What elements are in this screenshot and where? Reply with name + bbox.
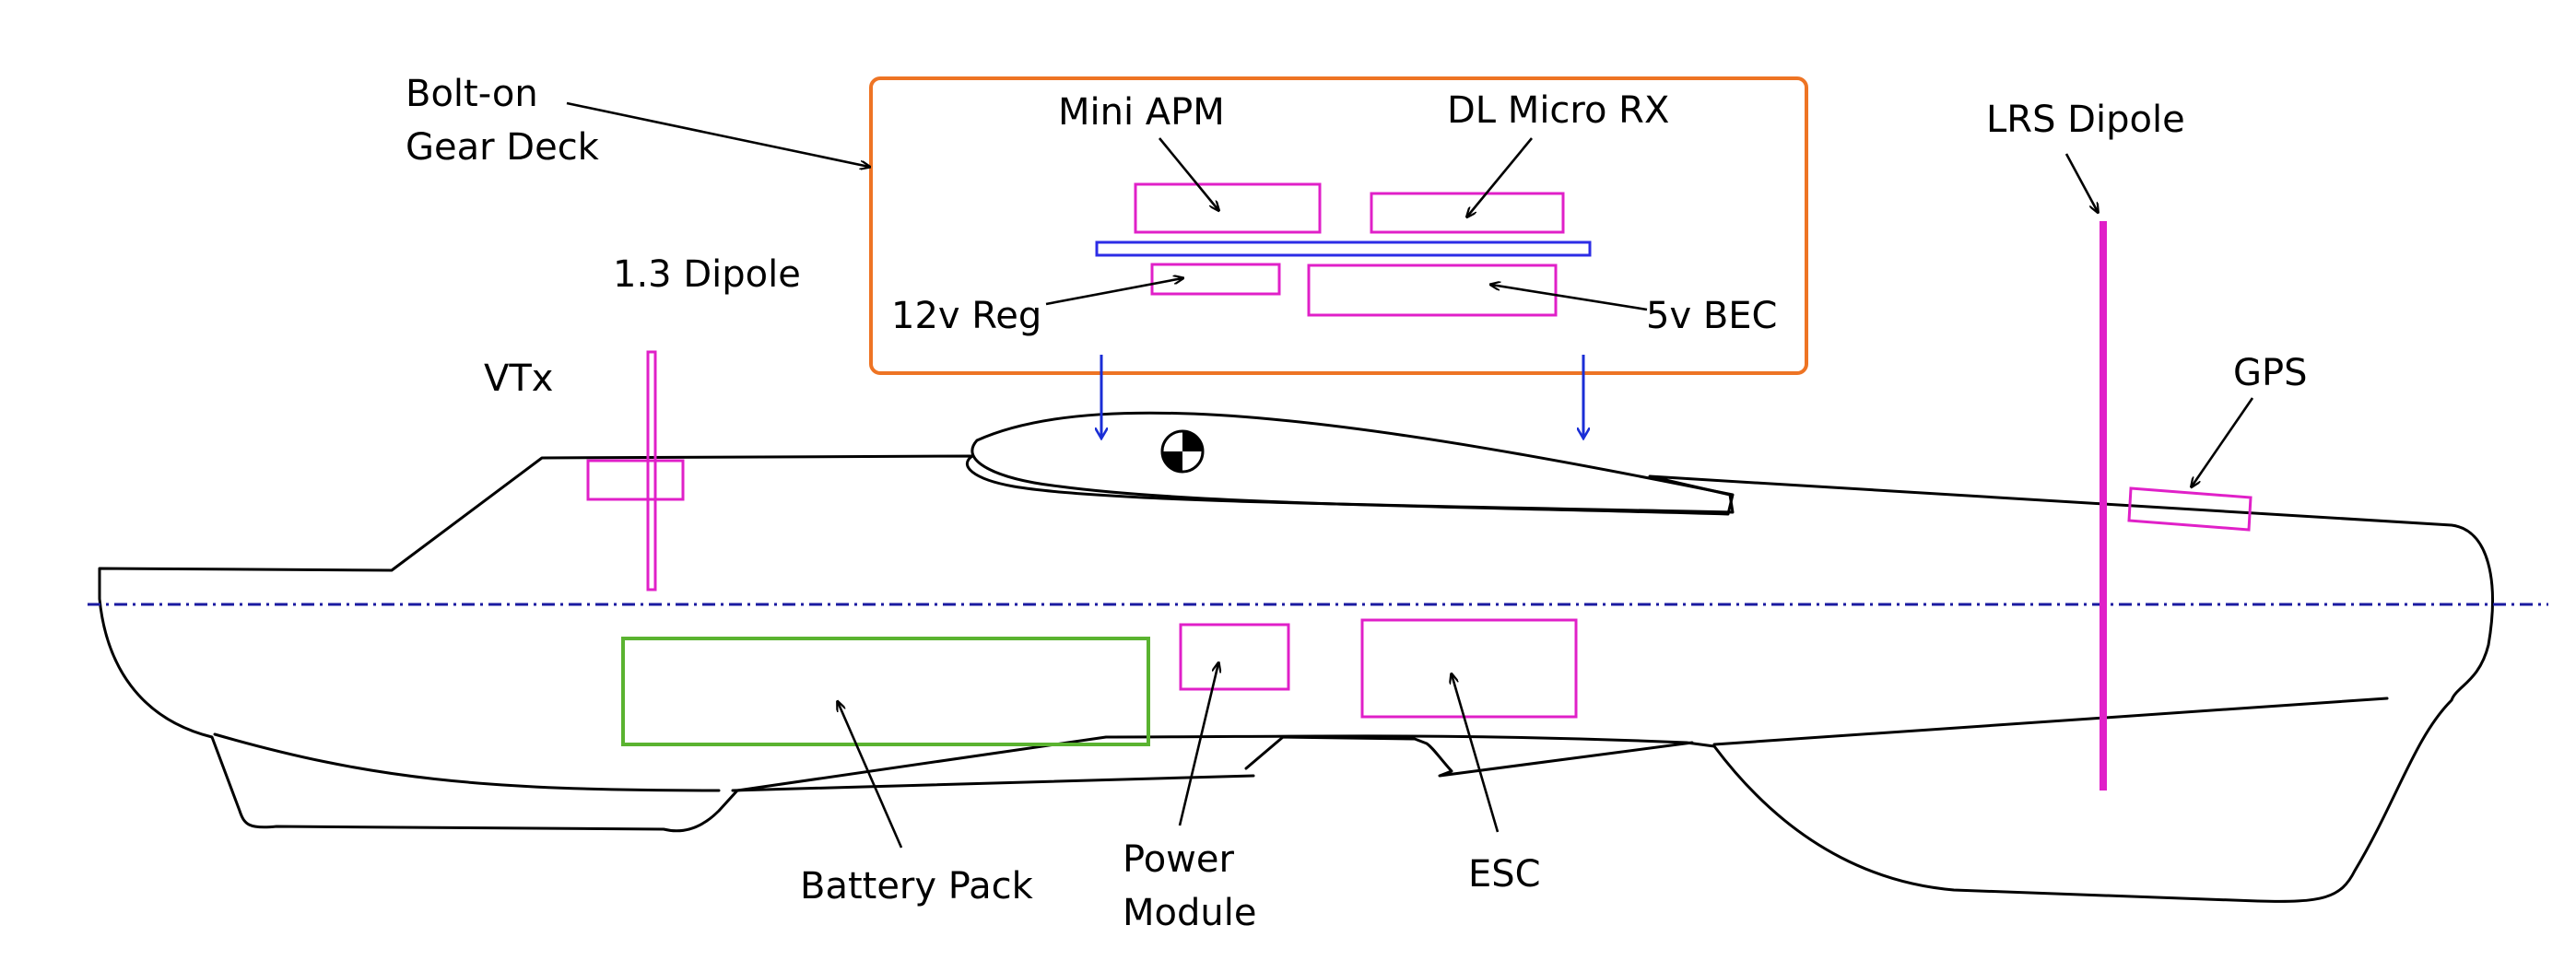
power-module-label-line2: Module xyxy=(1123,892,1256,934)
pcb-board xyxy=(1095,240,1592,257)
power-module-pointer xyxy=(1178,663,1218,826)
gear-deck-box xyxy=(869,76,1808,375)
gps-pointer xyxy=(2192,397,2254,486)
wing-root-line xyxy=(213,732,721,792)
mini-apm-pointer xyxy=(1158,137,1218,210)
cg-marker-icon xyxy=(1160,429,1205,474)
bec-5v-pointer xyxy=(1491,285,1648,311)
gear-deck-label-line2: Gear Deck xyxy=(406,126,600,169)
wing-airfoil xyxy=(970,411,1735,516)
vtx-box xyxy=(586,459,685,501)
gps-label: GPS xyxy=(2233,352,2308,394)
gps-box xyxy=(2127,486,2253,532)
tail-boom-line xyxy=(1712,697,2389,746)
power-module-box xyxy=(1179,623,1290,691)
esc-box xyxy=(1360,618,1578,719)
esc-pointer xyxy=(1452,674,1500,833)
power-module-label-line1: Power xyxy=(1123,838,1234,881)
lrs-dipole-pointer xyxy=(2064,153,2098,212)
battery-pack-label: Battery Pack xyxy=(800,865,1034,908)
reg-12v-pointer xyxy=(1045,278,1182,306)
dipole-1-3-antenna xyxy=(646,350,657,591)
gear-deck-pointer xyxy=(566,101,869,167)
gear-deck-label-line1: Bolt-on xyxy=(406,73,538,115)
dl-micro-rx-pointer xyxy=(1467,137,1534,217)
fuselage-outline xyxy=(98,454,2494,903)
vtx-label: VTx xyxy=(484,357,553,400)
reg-12v-box xyxy=(1150,263,1281,296)
dl-micro-rx-label: DL Micro RX xyxy=(1447,89,1669,132)
mini-apm-label: Mini APM xyxy=(1058,91,1225,134)
fuselage-lower-line xyxy=(731,774,1255,792)
dipole-1-3-label: 1.3 Dipole xyxy=(613,253,801,296)
bec-5v-box xyxy=(1307,263,1558,317)
lrs-dipole-label: LRS Dipole xyxy=(1986,99,2185,141)
reg-12v-label: 12v Reg xyxy=(891,295,1041,337)
hatch-step xyxy=(1244,735,1694,778)
bec-5v-label: 5v BEC xyxy=(1646,295,1777,337)
battery-pack-pointer xyxy=(838,702,903,849)
esc-label: ESC xyxy=(1468,853,1541,896)
dl-micro-rx-box xyxy=(1370,192,1565,234)
battery-pack-box xyxy=(621,637,1150,746)
mini-apm-box xyxy=(1134,182,1322,234)
